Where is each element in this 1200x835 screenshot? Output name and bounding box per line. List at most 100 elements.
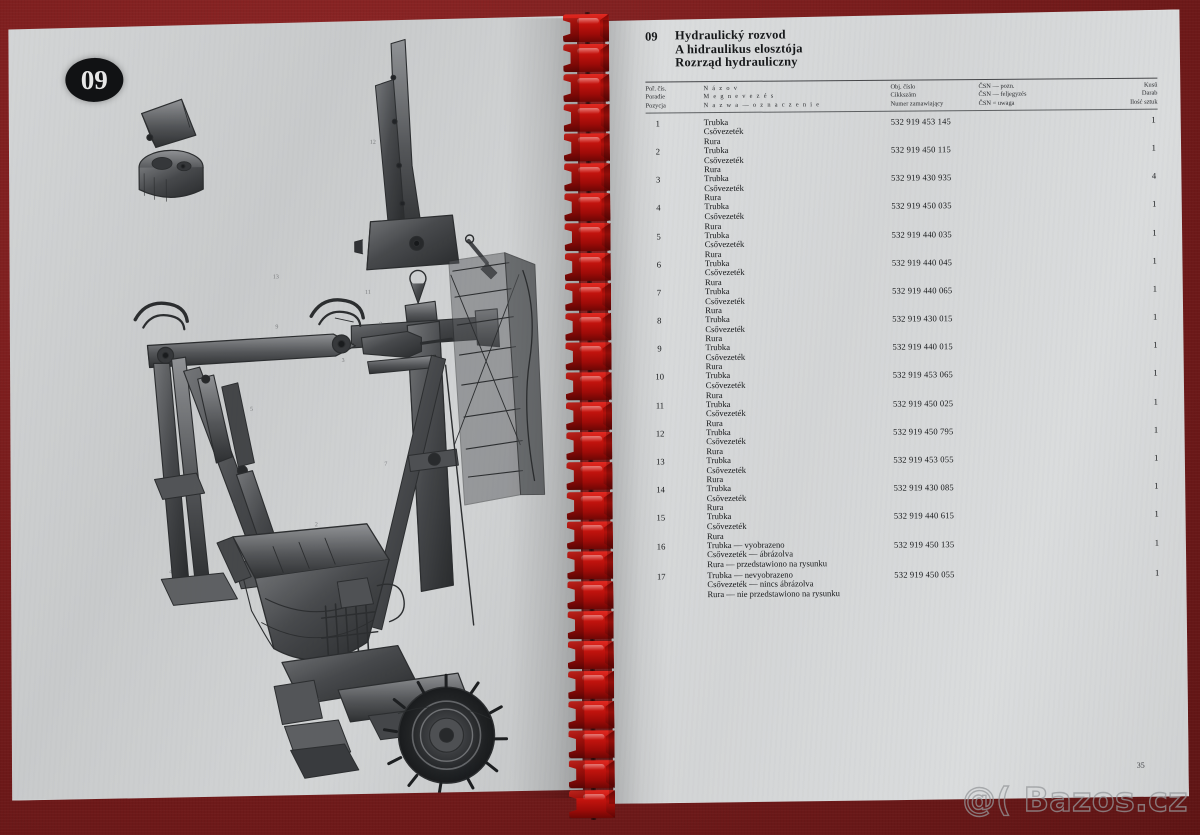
comb-ring (565, 223, 611, 251)
row-position: 17 (656, 571, 666, 582)
row-order-number: 532 919 430 015 (892, 313, 953, 324)
row-order-number: 532 919 440 615 (893, 510, 955, 522)
comb-ring (568, 700, 614, 728)
svg-text:1: 1 (337, 584, 340, 590)
drawing-pump-part (139, 150, 203, 202)
comb-ring-highlight (579, 286, 602, 293)
row-quantity: 1 (1154, 567, 1160, 578)
section-title-pl: Rozrząd hydrauliczny (675, 54, 798, 70)
col-qty-hu: Darab (1141, 89, 1158, 97)
right-page: 09 Hydraulický rozvod A hidraulikus elos… (605, 9, 1189, 804)
row-order-number: 532 919 450 115 (890, 144, 951, 155)
comb-ring (567, 581, 613, 609)
comb-ring-highlight (580, 465, 603, 472)
row-quantity: 1 (1153, 396, 1158, 407)
svg-text:7: 7 (384, 462, 387, 468)
comb-ring (566, 372, 612, 400)
comb-ring (568, 641, 614, 669)
row-quantity: 1 (1151, 114, 1156, 125)
svg-text:4: 4 (169, 569, 172, 575)
comb-ring-highlight (580, 525, 603, 532)
comb-ring (566, 432, 612, 460)
comb-ring (563, 14, 609, 42)
col-pos-hu: Poradie (645, 93, 666, 101)
row-order-number: 532 919 453 055 (893, 454, 954, 465)
comb-ring (566, 402, 612, 430)
row-position: 9 (657, 343, 662, 354)
col-qty-cs: Kusů (1143, 81, 1158, 89)
svg-text:6: 6 (233, 501, 236, 507)
row-order-number: 532 919 453 065 (892, 369, 954, 381)
row-quantity: 4 (1151, 170, 1157, 181)
row-quantity: 1 (1153, 368, 1158, 379)
row-name-pl: Rura — nie przedstawiono na rysunku (707, 587, 840, 599)
comb-ring (564, 103, 610, 131)
row-quantity: 1 (1152, 198, 1157, 209)
comb-ring-highlight (578, 197, 601, 204)
row-order-number: 532 919 450 035 (891, 200, 952, 212)
comb-ring-highlight (577, 107, 600, 114)
row-position: 13 (656, 456, 665, 467)
drawing-chassis (274, 645, 471, 779)
row-order-number: 532 919 440 045 (891, 256, 953, 268)
comb-ring-highlight (579, 406, 602, 413)
row-position: 8 (657, 315, 662, 326)
row-position: 2 (655, 146, 661, 157)
svg-text:5: 5 (250, 407, 253, 413)
row-position: 12 (655, 428, 665, 439)
drawing-boom-arm (135, 299, 452, 376)
drawing-bracket-part (142, 99, 196, 147)
row-order-number: 532 919 450 055 (894, 568, 955, 580)
row-position: 6 (656, 259, 662, 270)
comb-ring (568, 611, 614, 639)
col-name-pl: N a z w a — o z n a c z e n i e (703, 100, 821, 109)
comb-ring (569, 760, 615, 788)
open-book: 09 (5, 9, 1189, 821)
col-number-pl: Numer zamawiający (890, 99, 944, 108)
row-position: 11 (655, 400, 665, 411)
comb-ring (568, 671, 614, 699)
row-position: 16 (656, 541, 666, 552)
drawing-rear-frame (449, 252, 545, 505)
section-title: 09 Hydraulický rozvod A hidraulikus elos… (645, 26, 1157, 71)
comb-ring-highlight (577, 47, 600, 54)
comb-ring-highlight (582, 674, 605, 681)
row-quantity: 1 (1154, 537, 1160, 548)
technical-drawing: 9 8 3 5 6 4 2 7 1 16 11 12 13 (33, 24, 559, 798)
section-number: 09 (644, 29, 658, 44)
comb-ring-highlight (579, 346, 602, 353)
col-csn-pl: ČSN = uwaga (978, 99, 1015, 107)
svg-text:16: 16 (314, 698, 320, 704)
comb-ring-highlight (581, 614, 604, 622)
comb-binding (561, 12, 619, 821)
col-csn-hu: ČSN — feljegyzés (978, 90, 1027, 99)
svg-text:11: 11 (365, 290, 371, 296)
row-position: 3 (655, 174, 661, 185)
comb-ring (568, 730, 614, 758)
row-quantity: 1 (1153, 424, 1159, 435)
row-quantity: 1 (1152, 283, 1158, 294)
comb-ring (569, 790, 615, 818)
row-position: 10 (655, 371, 665, 383)
comb-ring-highlight (582, 794, 606, 801)
row-quantity: 1 (1153, 339, 1158, 350)
col-pos-pl: Pozycja (645, 102, 666, 110)
comb-ring-highlight (579, 376, 602, 383)
